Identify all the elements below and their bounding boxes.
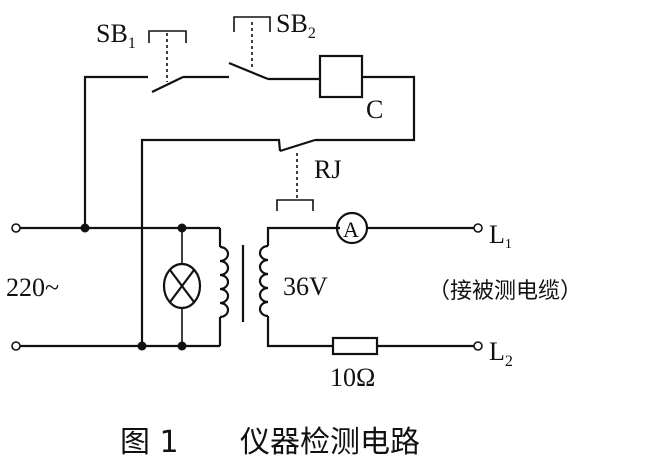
ammeter-label: A <box>343 217 359 242</box>
contactor-label: C <box>366 95 383 124</box>
contactor-coil <box>318 54 364 99</box>
sb2-button <box>233 16 271 32</box>
figure-title: 仪器检测电路 <box>240 425 420 460</box>
terminal-top <box>11 223 21 233</box>
secondary-voltage-label: 36V <box>283 272 328 301</box>
terminal-l2 <box>473 341 483 351</box>
l1-label: L1 <box>489 220 512 252</box>
transformer <box>218 226 340 348</box>
rj-actuator <box>276 199 314 211</box>
ammeter-icon <box>335 211 483 245</box>
control-loop <box>83 16 416 346</box>
power-lines <box>11 223 220 351</box>
sb1-button <box>148 30 187 43</box>
resistor-icon <box>331 336 483 356</box>
resistor-label: 10Ω <box>330 363 375 392</box>
relay-label: RJ <box>314 155 341 184</box>
lamp-icon <box>162 228 202 346</box>
rj-blade <box>279 138 316 153</box>
sb1-blade <box>151 76 184 93</box>
source-label: 220~ <box>6 273 59 302</box>
figure-number: 图 1 <box>120 425 179 460</box>
sb2-label: SB2 <box>276 9 316 42</box>
l2-label: L2 <box>489 337 513 370</box>
terminal-l1 <box>473 223 483 233</box>
sb1-label: SB1 <box>96 19 136 52</box>
cable-note: （接被测电缆） <box>428 279 582 304</box>
terminal-bottom <box>11 341 21 351</box>
sb2-blade <box>228 61 269 81</box>
